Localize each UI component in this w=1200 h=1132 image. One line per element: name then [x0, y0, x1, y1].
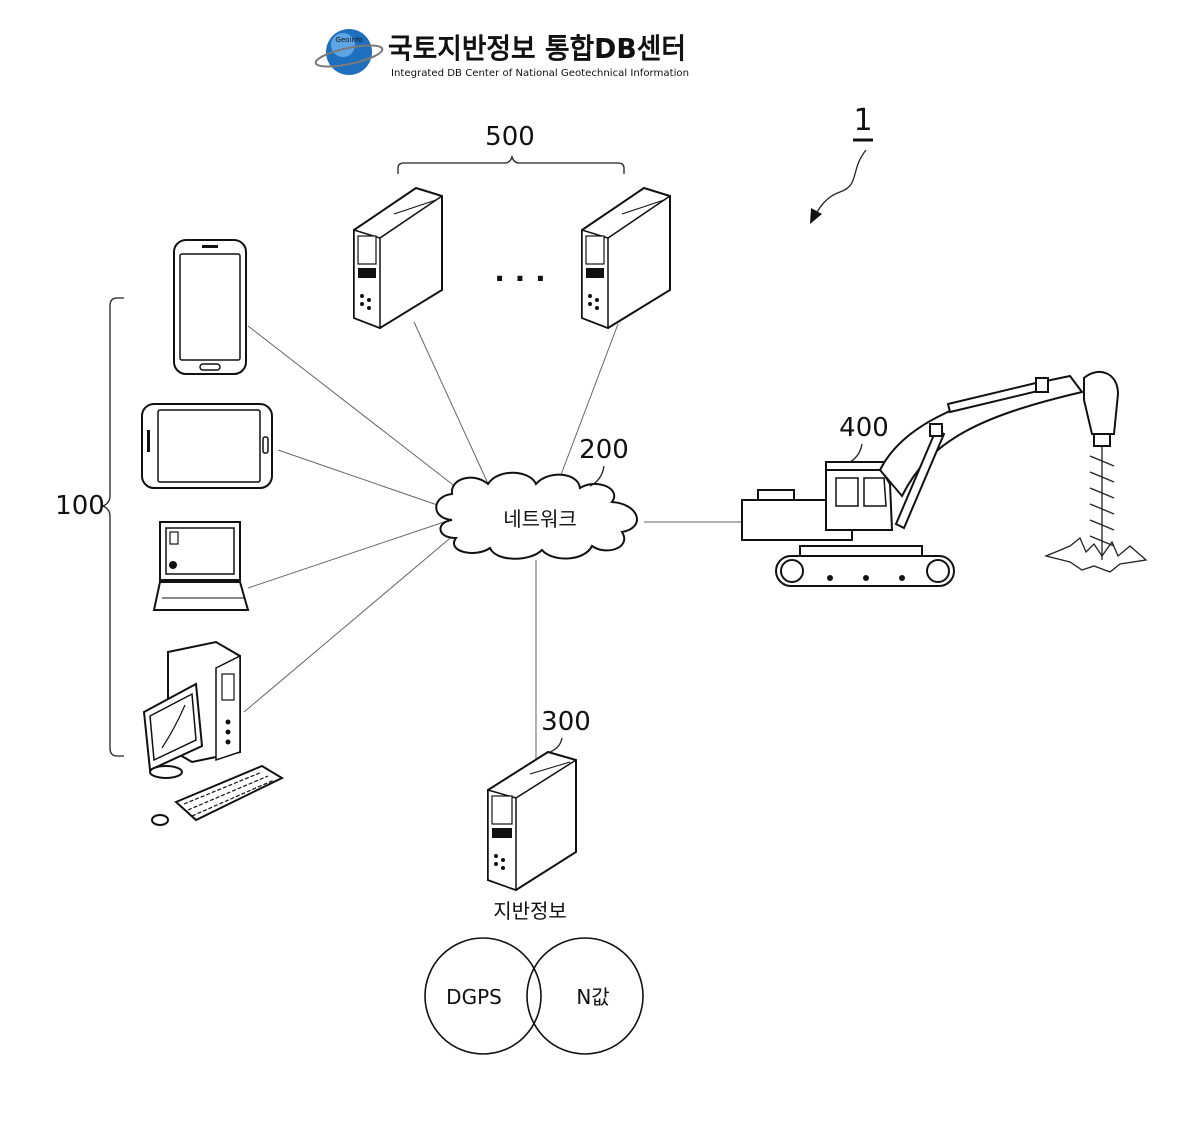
tablet-icon — [142, 404, 272, 488]
network-reference: 200 — [579, 435, 629, 486]
dgps-label: DGPS — [446, 985, 502, 1009]
server-ellipsis: · · · — [494, 262, 545, 295]
ground-server-reference: 300 — [541, 707, 591, 752]
ground-information-server-icon — [488, 752, 576, 890]
server-group-brace: 500 — [398, 122, 624, 174]
server-icon — [354, 188, 442, 328]
smartphone-icon — [174, 240, 246, 374]
laptop-icon — [154, 522, 248, 610]
logo-title: 국토지반정보 통합DB센터 — [388, 32, 686, 65]
system-label: 1 — [853, 103, 872, 138]
ground-data-venn: DGPS N값 — [425, 938, 643, 1054]
network-ref-label: 200 — [579, 435, 629, 465]
reference-arrow — [814, 150, 866, 218]
network-cloud: 네트워크 — [436, 473, 637, 559]
servers-label: 500 — [485, 122, 535, 152]
terminal-group-brace: 100 — [55, 298, 124, 756]
ground-server-ref-label: 300 — [541, 707, 591, 737]
equipment-ref-label: 400 — [839, 413, 889, 443]
system-reference: 1 — [810, 103, 873, 224]
terminals-label: 100 — [55, 491, 105, 521]
logo-subtitle: Integrated DB Center of National Geotech… — [391, 68, 689, 79]
desktop-computer-icon — [144, 642, 282, 825]
equipment-reference: 400 — [839, 413, 889, 462]
ground-info-label: 지반정보 — [493, 899, 567, 923]
n-value-label: N값 — [576, 985, 609, 1009]
logo-badge: Geoinfo — [335, 36, 362, 44]
drilling-excavator-icon — [742, 372, 1146, 586]
logo: Geoinfo 국토지반정보 통합DB센터 Integrated DB Cent… — [314, 29, 689, 79]
server-icon — [582, 188, 670, 328]
network-label: 네트워크 — [503, 507, 577, 531]
